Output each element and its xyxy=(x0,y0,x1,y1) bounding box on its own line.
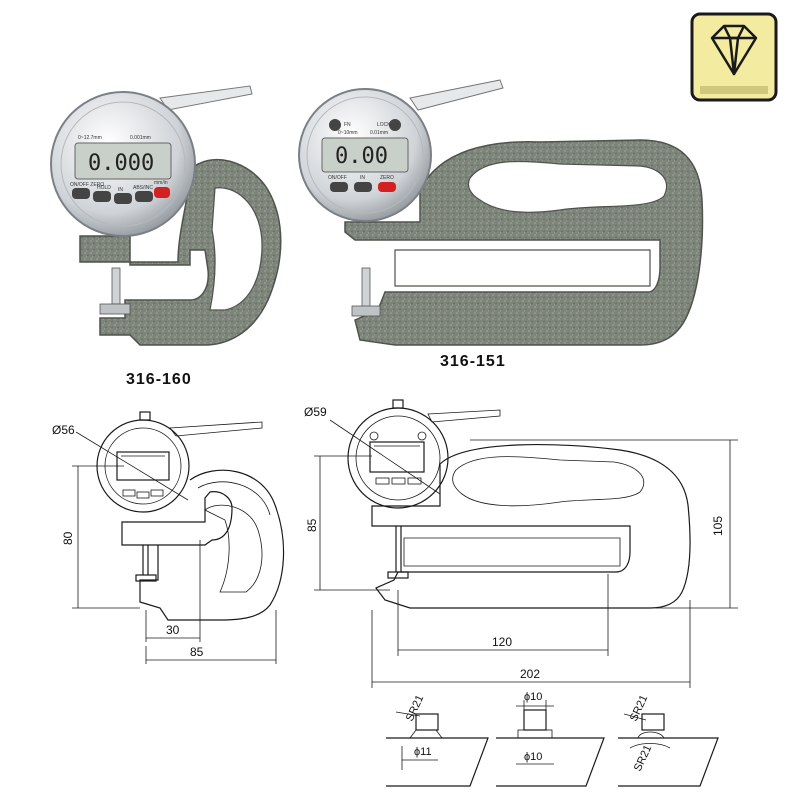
button-label-hold: HOLD xyxy=(97,185,111,191)
contact-1-top-label: SR21 xyxy=(404,693,427,723)
photo-316-160: 0~12.7mm 0.001mm 0.000 ON/OFF ZERO HOLD … xyxy=(50,85,282,388)
drawing-316-160: Ø56 80 30 85 xyxy=(52,411,285,664)
button-fn[interactable] xyxy=(329,119,341,131)
photo-316-151: FN LOCK 0~10mm 0.01mm 0.00 ON/OFF IN ZER… xyxy=(298,79,704,370)
button-label-on-off: ON/OFF ZERO xyxy=(70,182,104,188)
spindle xyxy=(361,267,371,309)
dial-label-range: 0~10mm xyxy=(338,130,358,136)
dim-height-outer: 105 xyxy=(711,516,725,536)
contact-2-top-label: ϕ10 xyxy=(524,691,542,703)
button-on-off[interactable] xyxy=(330,182,348,192)
contact-detail-1: SR21 ϕ11 xyxy=(386,693,489,787)
contact-1-bottom-label: ϕ11 xyxy=(414,746,432,758)
button-hold[interactable] xyxy=(93,191,111,202)
dial-label-lock: LOCK xyxy=(377,122,391,128)
diamond-icon xyxy=(710,24,758,76)
dim-dial-diameter: Ø56 xyxy=(52,423,75,437)
button-abs[interactable] xyxy=(135,191,153,202)
button-label-abs: ABS/INC xyxy=(133,185,153,191)
lcd-screen xyxy=(74,142,172,180)
dim-reach: 30 xyxy=(166,623,180,637)
dim-height-inner: 85 xyxy=(305,518,319,532)
model-label-316-151: 316-151 xyxy=(440,353,506,370)
contact-detail-3: SR21 SR21 xyxy=(618,693,719,787)
dim-width: 202 xyxy=(520,667,540,681)
spindle xyxy=(111,267,121,305)
lcd-readout: 0.00 xyxy=(335,144,388,169)
dial-label-fn: FN xyxy=(344,122,351,128)
dial-label-resolution: 0.001mm xyxy=(130,135,151,141)
button-in[interactable] xyxy=(354,182,372,192)
contact-3-bottom-label: SR21 xyxy=(632,743,655,773)
lift-lever xyxy=(409,79,504,111)
button-label-mode: mm/in xyxy=(154,180,168,186)
button-label-zero: ZERO xyxy=(380,175,394,181)
dim-reach: 120 xyxy=(492,635,512,649)
contact-detail-2: ϕ10 ϕ10 xyxy=(496,691,605,787)
lcd-readout: 0.000 xyxy=(88,151,154,176)
model-label-316-160: 316-160 xyxy=(126,371,192,388)
lift-lever xyxy=(159,85,253,111)
dim-dial-diameter: Ø59 xyxy=(304,405,327,419)
button-lock[interactable] xyxy=(389,119,401,131)
button-mode[interactable] xyxy=(154,187,170,198)
button-on-off[interactable] xyxy=(72,188,90,199)
contact-3-top-label: SR21 xyxy=(628,693,651,723)
button-label-in: IN xyxy=(118,187,123,193)
dial-label-range: 0~12.7mm xyxy=(78,135,102,141)
quality-badge xyxy=(690,12,778,102)
button-in[interactable] xyxy=(114,193,132,204)
lcd-screen xyxy=(321,137,409,173)
button-label-on-off: ON/OFF xyxy=(328,175,347,181)
button-label-in: IN xyxy=(360,175,365,181)
dial-label-resolution: 0.01mm xyxy=(370,130,388,136)
contact-2-bottom-label: ϕ10 xyxy=(524,751,542,763)
dim-width: 85 xyxy=(190,645,204,659)
dial-buttons xyxy=(72,187,170,204)
dim-height: 80 xyxy=(61,531,75,545)
button-zero[interactable] xyxy=(378,182,396,192)
drawing-316-151: Ø59 85 105 120 202 xyxy=(304,399,738,688)
